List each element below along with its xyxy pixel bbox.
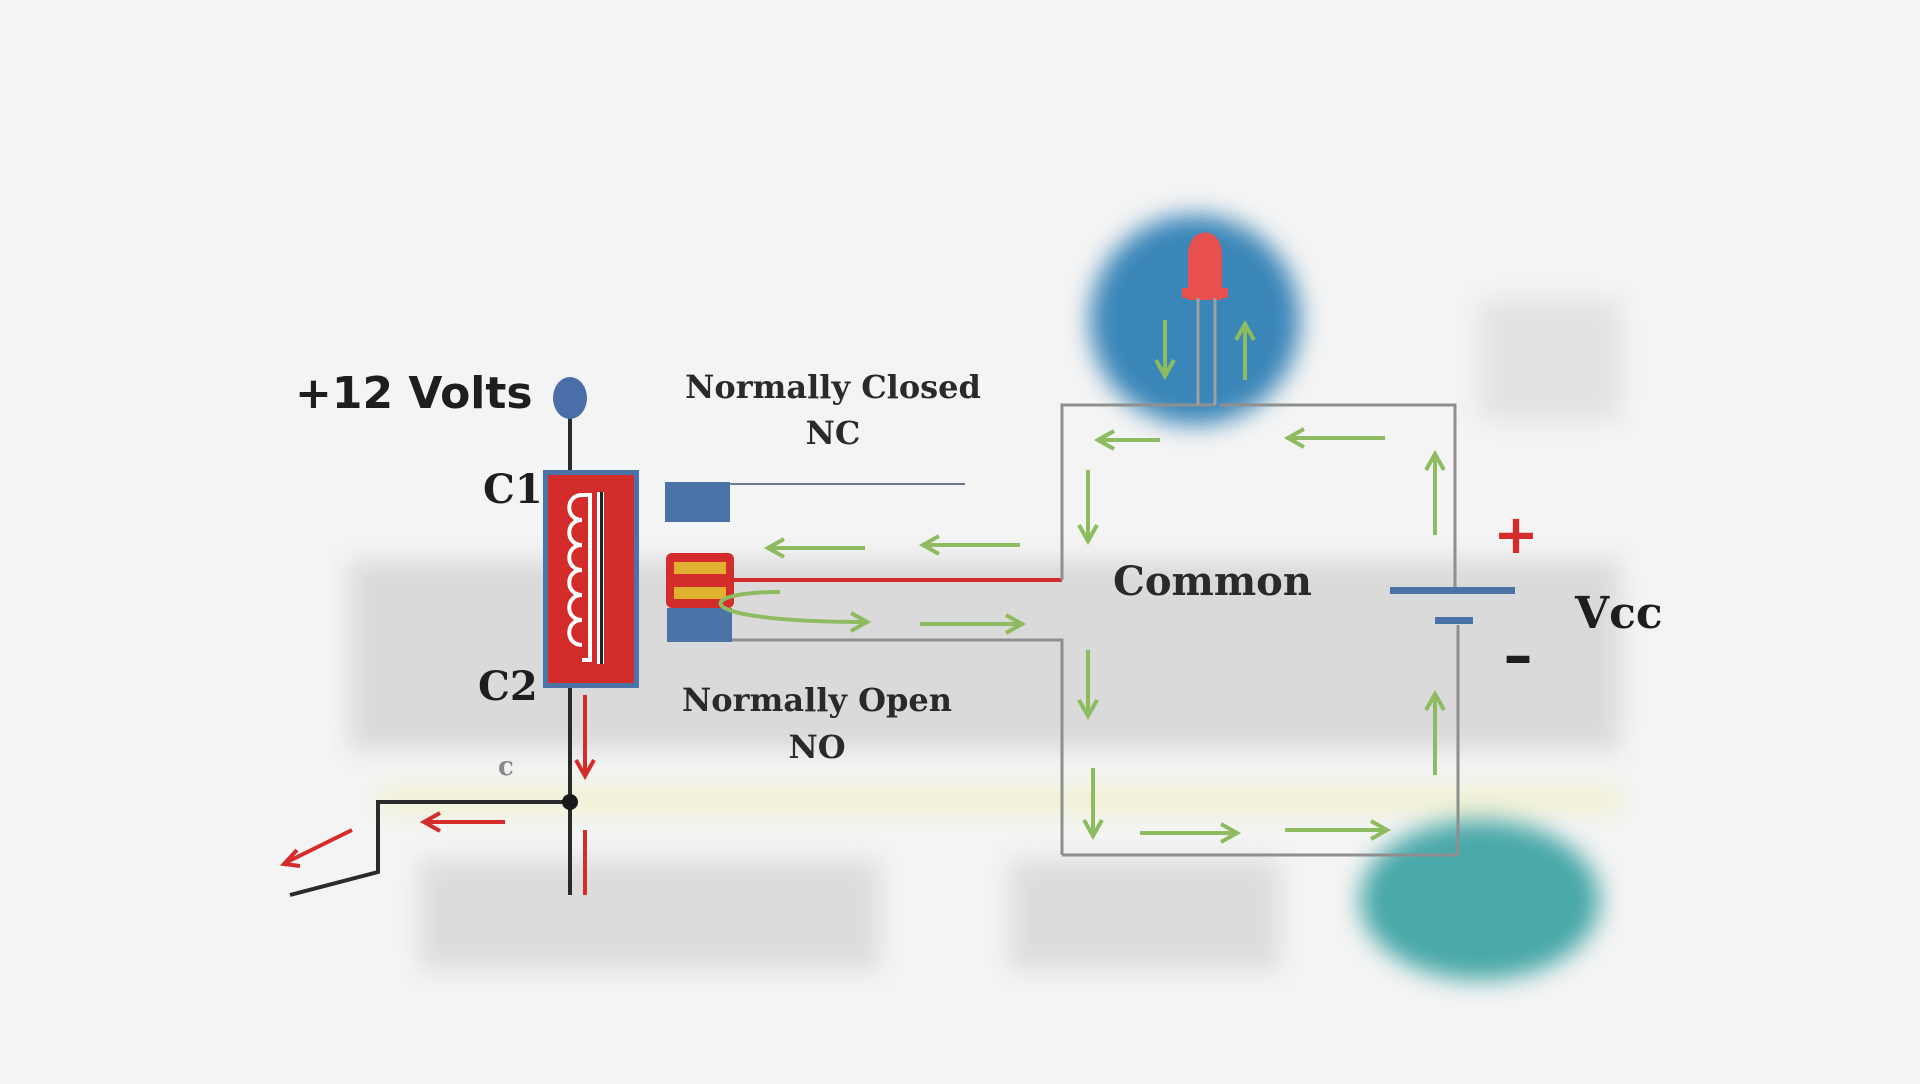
common-contact-stripe-1 (674, 562, 726, 574)
coil-current-arrows (279, 695, 596, 895)
supply-label: +12 Volts (295, 368, 533, 419)
battery-long-plate (1390, 587, 1515, 594)
c2-label: C2 (478, 663, 538, 710)
nc-label-line2: NC (806, 414, 861, 452)
blurred-block-right (1480, 300, 1620, 420)
no-wire (732, 638, 1064, 855)
coil-core-line (600, 492, 603, 664)
junction-node (562, 794, 578, 810)
no-label-line2: NO (788, 728, 845, 766)
blurred-background (350, 215, 1620, 980)
coil-windings (567, 493, 592, 662)
no-label-line1: Normally Open (682, 681, 952, 719)
blurred-strip (380, 790, 1620, 810)
battery-short-plate (1435, 617, 1473, 624)
nc-contact (665, 482, 730, 522)
supply-terminal (553, 377, 587, 419)
blurred-teal-logo (1360, 820, 1600, 980)
led-body (1188, 232, 1222, 300)
no-contact (667, 608, 732, 642)
blurred-block-left (420, 860, 880, 970)
c-small-label: c (498, 752, 514, 782)
relay-coil (543, 470, 639, 688)
battery (1390, 587, 1515, 624)
led-rim (1182, 288, 1228, 298)
loop-wire-top-left (1060, 403, 1215, 580)
battery-plus-label: + (1493, 503, 1538, 566)
common-contact-stripe-2 (674, 587, 726, 599)
battery-minus-label: – (1504, 621, 1533, 689)
nc-label-line1: Normally Closed (685, 368, 981, 406)
loop-wire-top-right (1220, 403, 1457, 590)
c1-label: C1 (483, 466, 543, 513)
common-label: Common (1113, 558, 1312, 605)
ground-wire (289, 800, 570, 897)
blurred-block-mid (1010, 860, 1280, 970)
led (1182, 232, 1228, 405)
loop-wire-bottom (1062, 625, 1460, 857)
vcc-label: Vcc (1574, 588, 1663, 639)
blurred-blue-circle (1090, 215, 1300, 425)
circuit-current-arrows (718, 319, 1446, 844)
